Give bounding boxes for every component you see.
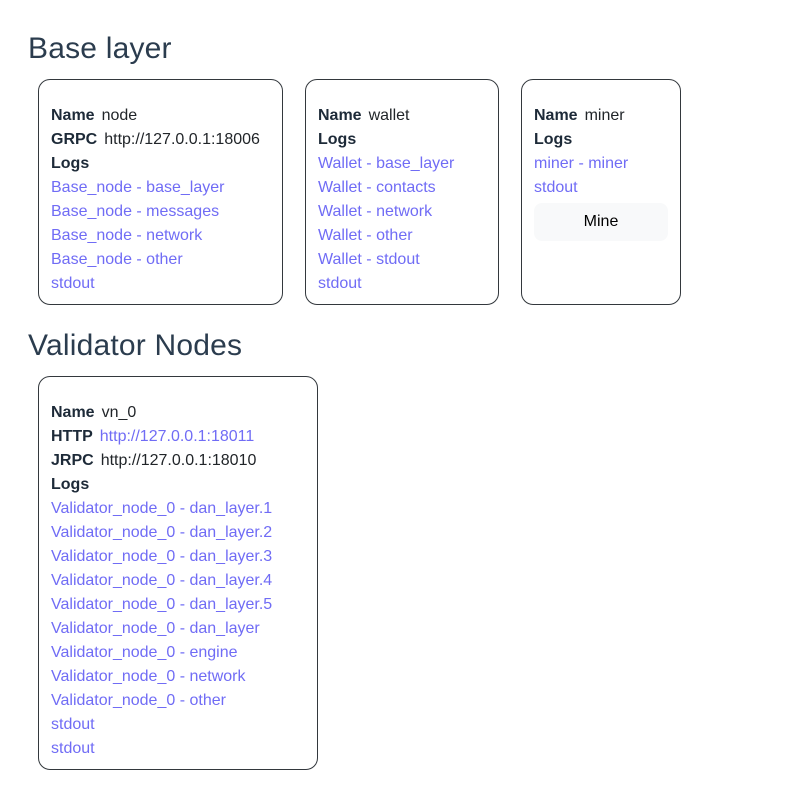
field-label: GRPC [51,131,98,148]
log-link-stdout[interactable]: stdout [534,179,578,196]
field-row-name: Name wallet [318,104,486,128]
log-link[interactable]: miner - miner [534,155,629,172]
logs-heading: Logs [51,155,90,172]
log-link[interactable]: Base_node - network [51,227,203,244]
log-link[interactable]: Validator_node_0 - network [51,668,246,685]
section-title-validator-nodes: Validator Nodes [28,329,243,362]
field-label: Name [51,404,95,421]
field-label: JRPC [51,452,94,469]
card-wallet: Name wallet Logs Wallet - base_layer Wall… [305,79,499,305]
card-node: Name node GRPC http://127.0.0.1:18006 Logs… [38,79,283,305]
logs-heading: Logs [318,131,357,148]
log-link[interactable]: Validator_node_0 - dan_layer.2 [51,524,273,541]
field-row-http: HTTP http://127.0.0.1:18011 [51,425,305,449]
log-link-stdout[interactable]: stdout [51,275,95,292]
section-base-layer: Base layer Name node GRPC http://127.0.0.1… [28,32,765,305]
log-link[interactable]: Base_node - base_layer [51,179,225,196]
log-link-stdout[interactable]: stdout [51,716,95,733]
log-link[interactable]: Wallet - contacts [318,179,436,196]
section-validator-nodes: Validator Nodes Name vn_0 HTTP http://127.… [28,329,765,770]
logs-heading: Logs [534,131,573,148]
field-label: Name [534,107,578,124]
field-label: Name [51,107,95,124]
card-miner: Name miner Logs miner - miner stdout Mine [521,79,681,305]
field-label: HTTP [51,428,93,445]
log-link[interactable]: Validator_node_0 - dan_layer.4 [51,572,273,589]
log-link[interactable]: Wallet - other [318,227,413,244]
log-link-stdout[interactable]: stdout [318,275,362,292]
http-link[interactable]: http://127.0.0.1:18011 [99,428,255,445]
field-row-name: Name miner [534,104,668,128]
log-link[interactable]: Validator_node_0 - dan_layer [51,620,260,637]
field-value: vn_0 [101,404,137,421]
field-value: node [101,107,138,124]
field-value: http://127.0.0.1:18006 [104,131,260,148]
field-value: http://127.0.0.1:18010 [100,452,257,469]
field-value: miner [584,107,625,124]
base-layer-cards-row: Name node GRPC http://127.0.0.1:18006 Logs… [38,79,765,305]
field-label: Name [318,107,362,124]
log-link[interactable]: Base_node - other [51,251,183,268]
section-title-base-layer: Base layer [28,32,172,65]
field-row-grpc: GRPC http://127.0.0.1:18006 [51,128,270,152]
field-row-name: Name node [51,104,270,128]
card-vn-0: Name vn_0 HTTP http://127.0.0.1:18011 JRPC… [38,376,318,770]
log-link[interactable]: Wallet - base_layer [318,155,455,172]
log-link[interactable]: Validator_node_0 - dan_layer.3 [51,548,273,565]
field-row-jrpc: JRPC http://127.0.0.1:18010 [51,449,305,473]
log-link[interactable]: Validator_node_0 - engine [51,644,238,661]
log-link[interactable]: Validator_node_0 - other [51,692,226,709]
log-link[interactable]: Wallet - network [318,203,433,220]
log-link[interactable]: Validator_node_0 - dan_layer.1 [51,500,273,517]
log-link-stdout[interactable]: stdout [51,740,95,757]
validator-cards-row: Name vn_0 HTTP http://127.0.0.1:18011 JRPC… [38,376,765,770]
mine-button[interactable]: Mine [534,203,668,241]
log-link[interactable]: Wallet - stdout [318,251,420,268]
log-link[interactable]: Validator_node_0 - dan_layer.5 [51,596,273,613]
logs-heading: Logs [51,476,90,493]
log-link[interactable]: Base_node - messages [51,203,220,220]
field-row-name: Name vn_0 [51,401,305,425]
field-value: wallet [368,107,410,124]
